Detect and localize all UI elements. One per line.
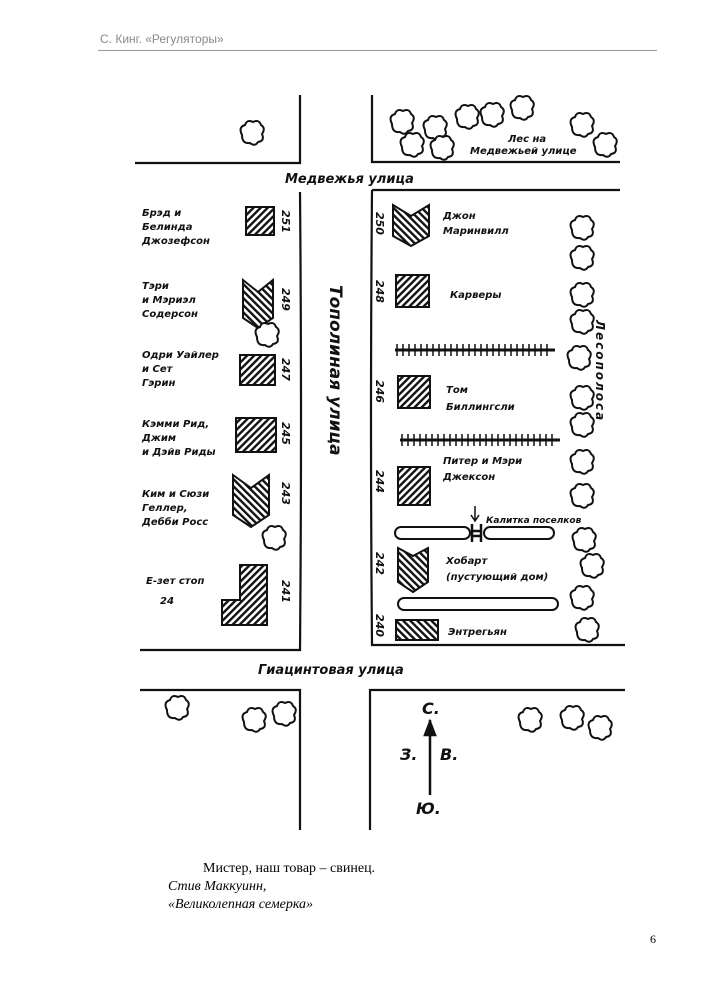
left-house-label: Гэрин	[142, 378, 175, 389]
left-house-number: 241	[279, 580, 292, 603]
compass-icon	[423, 718, 437, 795]
right-house-labels: Джон Маринвилл Карверы Том Биллингсли Пи…	[442, 211, 548, 638]
left-house-label: Одри Уайлер	[142, 350, 219, 361]
epigraph-author: Стив Маккуинн,	[168, 879, 267, 894]
epigraph-text: Мистер, наш товар – свинец.	[203, 861, 376, 876]
right-house-label: Хобарт	[445, 555, 488, 567]
compass-south: Ю.	[416, 799, 441, 818]
compass-west: З.	[399, 745, 417, 764]
left-house-label: Е-зет стоп	[146, 576, 204, 587]
right-house-label: Энтрегьян	[448, 627, 507, 638]
right-house-label: Карверы	[450, 290, 501, 301]
left-house-label: Геллер,	[142, 503, 188, 514]
right-house-label: Джексон	[442, 472, 495, 483]
street-lines	[135, 95, 625, 830]
compass-north: С.	[422, 699, 440, 718]
tree-belt-label: Лесополоса	[593, 319, 607, 422]
bottom-trees	[164, 695, 613, 741]
left-house-label: Содерсон	[142, 309, 198, 320]
running-header: С. Кинг. «Регуляторы»	[100, 32, 224, 46]
gate-label: Калитка поселков	[486, 516, 582, 526]
left-house-number: 249	[279, 288, 292, 311]
right-house-number: 250	[373, 212, 386, 235]
left-house-label: и Мэриэл	[142, 295, 196, 306]
header-divider	[98, 50, 657, 51]
forest-label-2: Медвежьей улице	[470, 146, 577, 157]
hedges	[394, 506, 559, 611]
left-house-labels: Брэд и Белинда Джозефсон Тэри и Мэриэл С…	[141, 208, 219, 607]
left-house-label: 24	[160, 596, 174, 607]
right-house-label: Биллингсли	[446, 402, 515, 413]
left-house-label: Брэд и	[142, 208, 181, 219]
left-house-label: Кэмми Рид,	[142, 419, 209, 430]
right-house-label: Маринвилл	[443, 226, 509, 237]
tree-belt	[566, 215, 605, 643]
right-house-number: 240	[373, 614, 386, 637]
left-house-label: Джим	[141, 433, 176, 444]
page-number: 6	[650, 932, 656, 946]
right-house-number: 242	[373, 552, 386, 575]
right-house-label: Джон	[442, 211, 476, 222]
left-house-label: и Дэйв Риды	[142, 447, 216, 458]
left-house-number: 243	[279, 482, 292, 505]
forest-label-1: Лес на	[507, 134, 546, 145]
street-label-hyacinth: Гиацинтовая улица	[258, 663, 404, 678]
left-house-number: 247	[279, 358, 292, 381]
right-house-label: (пустующий дом)	[446, 572, 548, 583]
right-house-number: 248	[373, 280, 386, 303]
left-house-label: и Сет	[142, 364, 174, 375]
fences	[395, 344, 560, 446]
left-house-number: 245	[279, 422, 292, 445]
left-house-label: Ким и Сюзи	[142, 489, 209, 500]
right-house-label: Том	[446, 385, 468, 396]
right-house-number: 246	[373, 380, 386, 403]
epigraph-source: «Великолепная семерка»	[168, 897, 314, 912]
left-house-label: Дебби Росс	[141, 516, 208, 528]
left-house-number: 251	[279, 210, 292, 233]
left-houses	[221, 206, 287, 626]
left-house-numbers: 251 249 247 245 243 241	[279, 210, 292, 603]
left-house-label: Белинда	[142, 222, 193, 233]
right-houses	[392, 203, 439, 641]
compass-east: В.	[440, 745, 458, 764]
street-label-bear: Медвежья улица	[285, 172, 414, 187]
left-house-label: Джозефсон	[141, 235, 210, 247]
right-house-number: 244	[373, 470, 386, 493]
right-house-label: Питер и Мэри	[443, 456, 522, 467]
left-house-label: Тэри	[142, 281, 169, 292]
right-house-numbers: 250 248 246 244 242 240	[373, 212, 386, 637]
street-label-poplar: Тополиная улица	[325, 285, 345, 456]
epigraph: Мистер, наш товар – свинец. Стив Маккуин…	[168, 860, 375, 914]
